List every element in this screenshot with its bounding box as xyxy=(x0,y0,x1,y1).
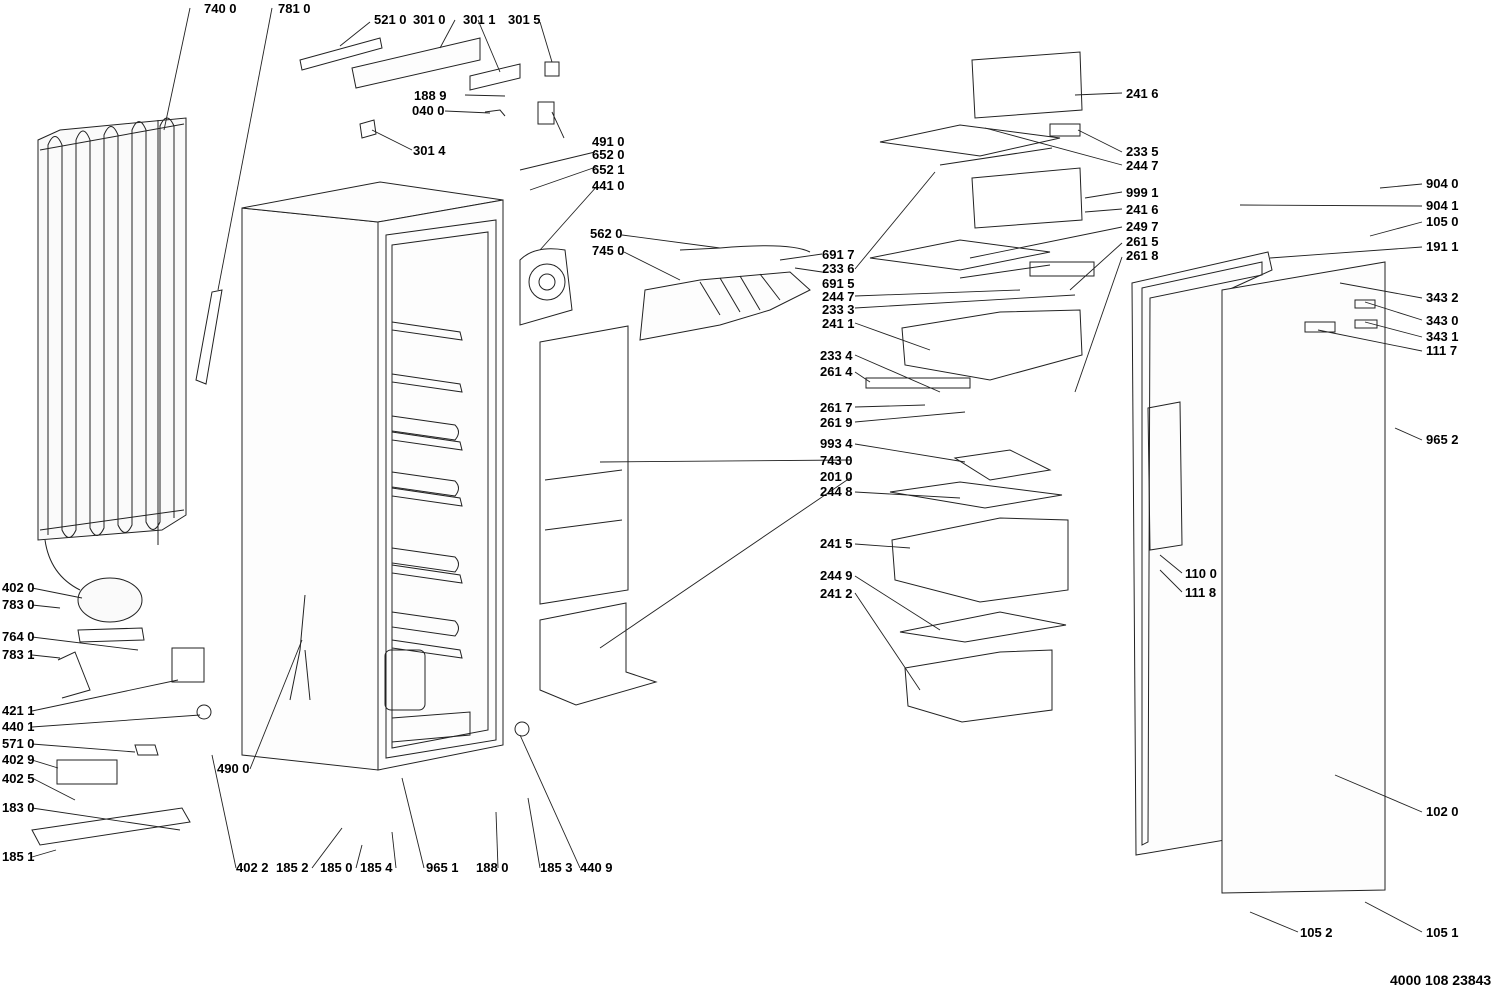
callout-label: 402 0 xyxy=(2,580,35,595)
callout-label: 301 0 xyxy=(413,12,446,27)
shelves-and-drawers xyxy=(866,52,1094,722)
condenser-coil xyxy=(38,118,186,590)
callout-label: 783 1 xyxy=(2,647,35,662)
callout-label: 244 8 xyxy=(820,484,853,499)
callout-label: 491 0 xyxy=(592,134,625,149)
shelf-rails xyxy=(392,322,462,658)
door-assembly xyxy=(1132,252,1385,893)
callout-label: 301 4 xyxy=(413,143,446,158)
callout-label: 244 7 xyxy=(822,289,855,304)
callout-label: 965 2 xyxy=(1426,432,1459,447)
callout-label: 183 0 xyxy=(2,800,35,815)
callout-label: 185 1 xyxy=(2,849,35,864)
callout-label: 233 6 xyxy=(822,261,855,276)
callout-label: 233 3 xyxy=(822,302,855,317)
callout-label: 691 5 xyxy=(822,276,855,291)
callout-label: 185 2 xyxy=(276,860,309,875)
callout-label: 105 0 xyxy=(1426,214,1459,229)
callout-label: 191 1 xyxy=(1426,239,1459,254)
callout-label: 904 1 xyxy=(1426,198,1459,213)
callout-label: 249 7 xyxy=(1126,219,1159,234)
callout-label: 441 0 xyxy=(592,178,625,193)
callout-label: 740 0 xyxy=(204,1,237,16)
callout-label: 781 0 xyxy=(278,1,311,16)
callout-labels: 740 0 781 0 521 0 301 0 301 1 301 5 188 … xyxy=(2,1,1459,940)
callout-label: 993 4 xyxy=(820,436,853,451)
callout-label: 343 2 xyxy=(1426,290,1459,305)
callout-label: 241 5 xyxy=(820,536,853,551)
callout-label: 764 0 xyxy=(2,629,35,644)
callout-label: 241 1 xyxy=(822,316,855,331)
callout-label: 185 0 xyxy=(320,860,353,875)
callout-label: 241 6 xyxy=(1126,86,1159,101)
callout-label: 040 0 xyxy=(412,103,445,118)
callout-label: 105 2 xyxy=(1300,925,1333,940)
callout-label: 343 1 xyxy=(1426,329,1459,344)
callout-label: 188 9 xyxy=(414,88,447,103)
lower-plate xyxy=(540,603,656,705)
callout-label: 233 4 xyxy=(820,348,853,363)
callout-label: 783 0 xyxy=(2,597,35,612)
callout-label: 421 1 xyxy=(2,703,35,718)
fan-assembly xyxy=(520,249,572,325)
callout-label: 691 7 xyxy=(822,247,855,262)
drain-tube xyxy=(196,290,222,384)
callout-label: 652 0 xyxy=(592,147,625,162)
rear-cover xyxy=(540,326,628,604)
callout-label: 490 0 xyxy=(217,761,250,776)
callout-label: 562 0 xyxy=(590,226,623,241)
callout-label: 111 7 xyxy=(1426,343,1457,358)
callout-label: 105 1 xyxy=(1426,925,1459,940)
callout-label: 343 0 xyxy=(1426,313,1459,328)
document-number: 4000 108 23843 xyxy=(1390,972,1491,988)
callout-label: 402 9 xyxy=(2,752,35,767)
callout-label: 185 3 xyxy=(540,860,573,875)
callout-label: 904 0 xyxy=(1426,176,1459,191)
callout-label: 965 1 xyxy=(426,860,459,875)
callout-label: 102 0 xyxy=(1426,804,1459,819)
callout-label: 999 1 xyxy=(1126,185,1159,200)
callout-label: 440 9 xyxy=(580,860,613,875)
callout-label: 241 6 xyxy=(1126,202,1159,217)
callout-label: 261 7 xyxy=(820,400,853,415)
callout-label: 301 1 xyxy=(463,12,496,27)
callout-label: 521 0 xyxy=(374,12,407,27)
callout-label: 188 0 xyxy=(476,860,509,875)
callout-label: 185 4 xyxy=(360,860,393,875)
callout-label: 111 8 xyxy=(1185,585,1216,600)
callout-label: 261 9 xyxy=(820,415,853,430)
callout-label: 261 4 xyxy=(820,364,853,379)
callout-label: 244 7 xyxy=(1126,158,1159,173)
callout-label: 571 0 xyxy=(2,736,35,751)
compressor-group xyxy=(32,578,529,845)
callout-label: 261 5 xyxy=(1126,234,1159,249)
callout-label: 440 1 xyxy=(2,719,35,734)
callout-label: 261 8 xyxy=(1126,248,1159,263)
callout-label: 743 0 xyxy=(820,453,853,468)
callout-label: 402 2 xyxy=(236,860,269,875)
callout-label: 110 0 xyxy=(1185,566,1217,581)
callout-label: 402 5 xyxy=(2,771,35,786)
callout-label: 244 9 xyxy=(820,568,853,583)
callout-label: 745 0 xyxy=(592,243,625,258)
callout-label: 241 2 xyxy=(820,586,853,601)
callout-label: 233 5 xyxy=(1126,144,1159,159)
callout-label: 652 1 xyxy=(592,162,625,177)
control-panel xyxy=(300,38,559,138)
callout-label: 301 5 xyxy=(508,12,541,27)
leader-lines xyxy=(32,8,1422,932)
evaporator xyxy=(640,246,810,340)
callout-label: 201 0 xyxy=(820,469,853,484)
cabinet-body xyxy=(242,182,503,770)
